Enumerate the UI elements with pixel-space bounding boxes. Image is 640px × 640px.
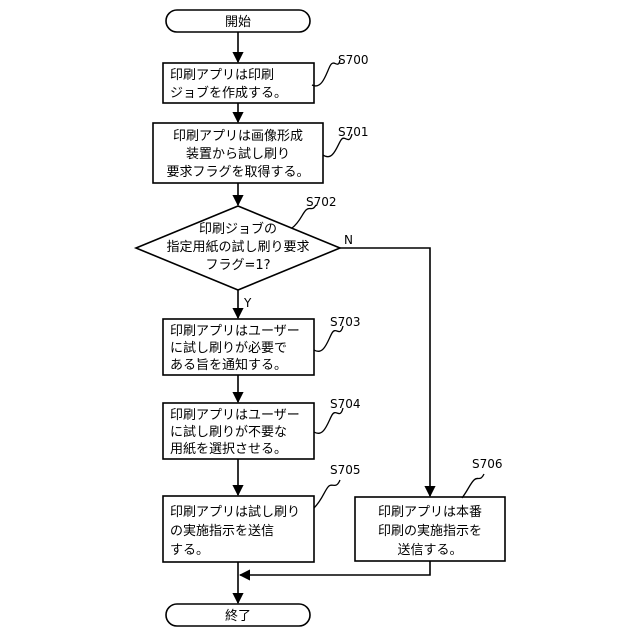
end-label: 終了 — [225, 608, 251, 624]
s706-line-1: 印刷アプリは本番 — [378, 505, 482, 520]
s705-line-2: の実施指示を送信 — [170, 523, 274, 539]
s704-line-3: 用紙を選択させる。 — [170, 442, 287, 457]
s702-id: S702 — [306, 195, 337, 209]
end-terminal: 終了 — [166, 604, 310, 626]
s706-leader — [462, 474, 484, 498]
step-s703: 印刷アプリはユーザー に試し刷りが必要で ある旨を通知する。 S703 — [163, 315, 361, 375]
s703-line-2: に試し刷りが必要で — [170, 340, 287, 356]
step-s700: 印刷アプリは印刷 ジョブを作成する。 S700 — [163, 53, 369, 103]
s704-line-2: に試し刷りが不要な — [170, 424, 287, 440]
step-s701: 印刷アプリは画像形成 装置から試し刷り 要求フラグを取得する。 S701 — [153, 123, 369, 183]
s701-line-2: 装置から試し刷り — [186, 146, 290, 162]
s701-id: S701 — [338, 125, 369, 139]
arrow-s706-merge — [240, 561, 430, 575]
s705-leader — [314, 480, 340, 508]
s705-line-3: する。 — [170, 543, 209, 558]
s702-line-3: フラグ=1? — [205, 258, 270, 273]
s704-id: S704 — [330, 397, 361, 411]
decision-s702: 印刷ジョブの 指定用紙の試し刷り要求 フラグ=1? S702 — [136, 195, 340, 290]
s703-leader — [314, 326, 343, 351]
start-label: 開始 — [225, 15, 251, 30]
s703-id: S703 — [330, 315, 361, 329]
s704-leader — [314, 408, 343, 433]
step-s704: 印刷アプリはユーザー に試し刷りが不要な 用紙を選択させる。 S704 — [163, 397, 361, 459]
s706-line-2: 印刷の実施指示を — [378, 523, 482, 539]
s705-id: S705 — [330, 463, 361, 477]
s704-line-1: 印刷アプリはユーザー — [170, 408, 300, 423]
s700-line-2: ジョブを作成する。 — [170, 85, 287, 101]
s702-line-1: 印刷ジョブの — [199, 221, 277, 237]
s700-id: S700 — [338, 53, 369, 67]
s700-leader — [312, 60, 340, 86]
s701-line-1: 印刷アプリは画像形成 — [173, 129, 303, 144]
s700-line-1: 印刷アプリは印刷 — [170, 68, 274, 83]
branch-yes-label: Y — [243, 296, 252, 310]
s701-line-3: 要求フラグを取得する。 — [166, 164, 309, 180]
s705-line-1: 印刷アプリは試し刷り — [170, 504, 300, 520]
s703-line-3: ある旨を通知する。 — [170, 357, 287, 373]
branch-no-label: N — [344, 233, 353, 247]
s706-line-3: 送信する。 — [397, 543, 462, 558]
arrow-s702-no — [340, 248, 430, 496]
s702-line-2: 指定用紙の試し刷り要求 — [166, 239, 309, 255]
start-terminal: 開始 — [166, 10, 310, 32]
s706-id: S706 — [472, 457, 503, 471]
s703-line-1: 印刷アプリはユーザー — [170, 324, 300, 339]
step-s705: 印刷アプリは試し刷り の実施指示を送信 する。 S705 — [163, 463, 361, 562]
